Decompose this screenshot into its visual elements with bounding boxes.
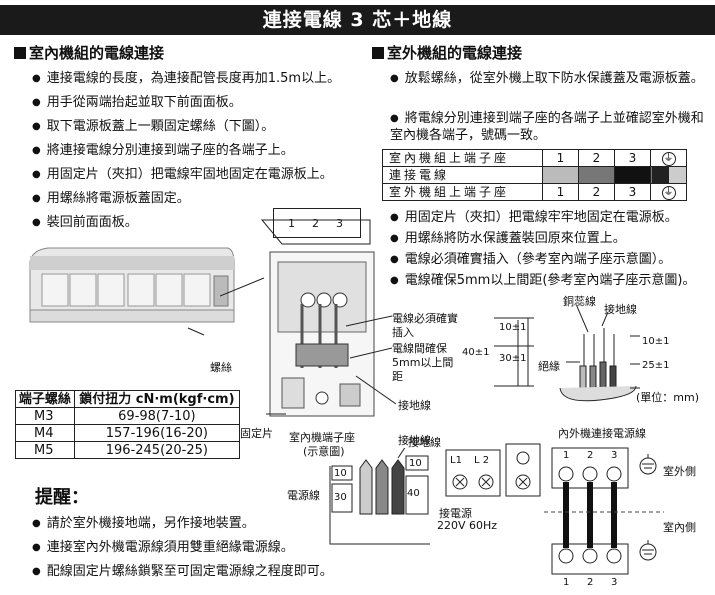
strip-ground-label: 接地線 — [604, 303, 637, 316]
dim-label: 10±1 — [642, 336, 670, 347]
screw-label: 螺絲 — [210, 361, 232, 374]
indoor-bullet: 用固定片（夾扣）把電線牢固地固定在電源板上。 — [32, 166, 333, 183]
strip-unit-label: (單位：mm) — [636, 391, 700, 404]
callout-clamp: 固定片 — [240, 427, 273, 440]
table-row: 連接電線 — [382, 166, 687, 184]
callout-insert: 電線必須確實插入 — [392, 312, 458, 339]
table-row: 室內機組上端子座 1 2 3 ⏚ — [382, 149, 687, 167]
connection-number: 1 — [563, 450, 570, 461]
indoor-bullet: 取下電源板蓋上一顆固定螺絲（下圖）。 — [32, 118, 275, 135]
torque-header: 鎖付扭力 cN·m(kgf·cm) — [73, 390, 241, 408]
outdoor-bullet: 電線必須確實插入（參考室內端子座示意圖）。 — [390, 251, 672, 268]
table-row: 室外機組上端子座 1 2 3 ⏚ — [382, 183, 687, 201]
indoor-heading: 室內機組的電線連接 — [14, 44, 164, 62]
outdoor-side-label: 室外側 — [663, 465, 696, 478]
connection-number: 1 — [563, 577, 570, 588]
connection-number: 2 — [587, 450, 594, 461]
table-row: M3 69-98(7-10) — [15, 407, 241, 425]
dim-label: 30 — [334, 492, 347, 503]
table-row: M4 157-196(16-20) — [15, 424, 241, 442]
indoor-bullet: 將連接電線分別連接到端子座的各端子上。 — [32, 142, 294, 159]
terminal-number: 1 — [288, 217, 295, 230]
power-terminal-block — [445, 443, 541, 497]
dim-label: 40 — [407, 488, 420, 499]
dim-label: 40±1 — [462, 347, 490, 358]
dim-label: 30±1 — [499, 353, 527, 364]
terminal-number: 3 — [336, 217, 343, 230]
power-voltage-label: 220V 60Hz — [437, 519, 498, 532]
outdoor-bullet: 將電線分別連接到端子座的各端子上並確認室外機和室內機各端子，號碼一致。 — [390, 110, 708, 144]
page-title: 連接電線 3 芯＋地線 — [0, 5, 715, 35]
ground-icon: ⏚ — [661, 152, 676, 166]
indoor-terminal-schematic — [329, 448, 430, 545]
connection-title: 內外機連接電源線 — [558, 427, 646, 440]
callout-leaders — [345, 315, 396, 405]
indoor-terminal-power: 電源線 — [287, 489, 320, 502]
callout-ground: 接地線 — [398, 399, 431, 412]
reminder-bullet: 請於室外機接地端，另作接地裝置。 — [32, 515, 255, 532]
indoor-terminal-ground: 接地線 — [398, 434, 431, 447]
indoor-terminal-subtitle: (示意圖) — [303, 445, 345, 458]
torque-header: 端子螺絲 — [15, 390, 75, 408]
power-supply-label: 接電源 — [439, 507, 472, 520]
terminal-number-box: 1 2 3 — [273, 208, 361, 238]
reminder-bullet: 配線固定片螺絲鎖緊至可固定電源線之程度即可。 — [32, 563, 333, 580]
outdoor-heading: 室外機組的電線連接 — [372, 44, 522, 62]
outdoor-bullet: 電線確保5mm以上間距(參考室內端子座示意圖)。 — [390, 272, 696, 289]
square-bullet-icon — [372, 47, 384, 59]
dim-label: 10 — [334, 468, 347, 479]
indoor-unit-illustration — [29, 247, 235, 336]
outdoor-heading-text: 室外機組的電線連接 — [387, 44, 523, 62]
indoor-heading-text: 室內機組的電線連接 — [29, 44, 165, 62]
indoor-bullet: 裝回前面面板。 — [32, 214, 138, 231]
power-ground-label: 接地線 — [408, 436, 441, 449]
outdoor-bullet: 放鬆螺絲，從室外機上取下防水保護蓋及電源板蓋。 — [390, 70, 708, 87]
power-label-l1: L1 — [450, 455, 462, 466]
wire-strip-diagram — [494, 306, 640, 402]
ground-icon: ⏚ — [661, 186, 676, 200]
square-bullet-icon — [14, 47, 26, 59]
dim-label: 10 — [409, 458, 422, 469]
terminal-number: 2 — [312, 217, 319, 230]
indoor-bullet: 用手從兩端抬起並取下前面面板。 — [32, 94, 242, 111]
outdoor-bullet: 用螺絲將防水保護蓋裝回原來位置上。 — [390, 230, 626, 247]
connection-number: 2 — [587, 577, 594, 588]
indoor-side-label: 室內側 — [663, 521, 696, 534]
reminder-title: 提醒： — [35, 487, 89, 508]
power-label-l2: L 2 — [474, 455, 490, 466]
connection-diagram — [544, 447, 664, 575]
strip-copper-label: 銅蕊線 — [563, 295, 596, 308]
dim-label: 25±1 — [642, 360, 670, 371]
indoor-bullet: 用螺絲將電源板蓋固定。 — [32, 190, 190, 207]
strip-insulation-label: 絕緣 — [538, 360, 560, 373]
torque-table: 端子螺絲 鎖付扭力 cN·m(kgf·cm) M3 69-98(7-10) M4… — [15, 390, 241, 459]
indoor-terminal-title: 室內機端子座 — [289, 431, 355, 444]
reminder-bullet: 連接室內外機電源線須用雙重絕緣電源線。 — [32, 539, 294, 556]
indoor-bullet: 連接電線的長度，為連接配管長度再加1.5m以上。 — [32, 70, 340, 87]
dim-label: 10±1 — [499, 322, 527, 333]
table-row: M5 196-245(20-25) — [15, 441, 241, 459]
terminal-board-drawing — [266, 251, 375, 417]
outdoor-bullet: 用固定片（夾扣）把電線牢牢地固定在電源板。 — [390, 209, 678, 226]
connection-number: 3 — [611, 577, 618, 588]
callout-lines — [220, 219, 371, 297]
terminal-correspondence-table: 室內機組上端子座 1 2 3 ⏚ 連接電線 室外機組上端子座 1 2 3 ⏚ — [382, 149, 687, 201]
connection-number: 3 — [611, 450, 618, 461]
callout-spacing: 電線間確保5mm以上間距 — [392, 342, 454, 383]
